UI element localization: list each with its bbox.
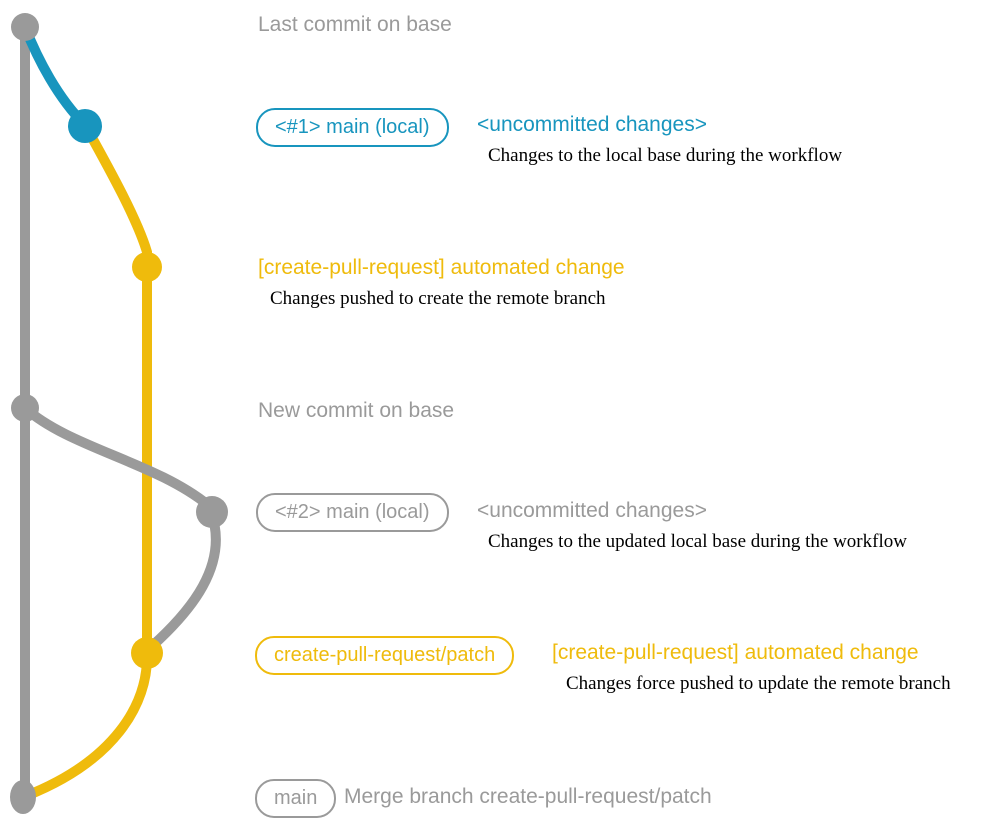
label-last-commit-on-base: Last commit on base xyxy=(258,13,452,36)
commit-node-uncommitted-1 xyxy=(68,109,102,143)
annotation-uncommitted-changes-2: <uncommitted changes> xyxy=(477,499,707,522)
annotation-uncommitted-changes-1: <uncommitted changes> xyxy=(477,113,707,136)
annotation-automated-change-2: [create-pull-request] automated change xyxy=(552,641,919,664)
branch-badge-main: main xyxy=(255,779,337,818)
annotation-merge-commit: Merge branch create-pull-request/patch xyxy=(344,785,712,808)
local-main-branch-line-1 xyxy=(20,22,90,130)
commit-node-new-base xyxy=(11,394,39,422)
local-main-branch-line-2a xyxy=(20,403,213,510)
commit-node-automated-change-2 xyxy=(131,637,163,669)
commit-node-last-base xyxy=(11,13,39,41)
commit-node-automated-change-1 xyxy=(132,252,162,282)
local-main-branch-line-2b xyxy=(146,507,221,652)
label-new-commit-on-base: New commit on base xyxy=(258,399,455,422)
branch-badge-main-local-2: <#2> main (local) xyxy=(256,493,449,532)
branch-badge-create-pull-request-patch: create-pull-request/patch xyxy=(255,636,515,675)
annotation-detail-4: Changes force pushed to update the remot… xyxy=(566,673,951,694)
commit-node-uncommitted-2 xyxy=(196,496,228,528)
commit-node-merge xyxy=(10,780,36,814)
annotation-automated-change-1: [create-pull-request] automated change xyxy=(258,256,625,279)
annotation-detail-3: Changes to the updated local base during… xyxy=(488,531,907,552)
git-graph xyxy=(10,13,228,814)
branch-badge-main-local-1: <#1> main (local) xyxy=(256,108,449,147)
annotation-detail-2: Changes pushed to create the remote bran… xyxy=(270,288,606,309)
annotation-detail-1: Changes to the local base during the wor… xyxy=(488,145,843,166)
